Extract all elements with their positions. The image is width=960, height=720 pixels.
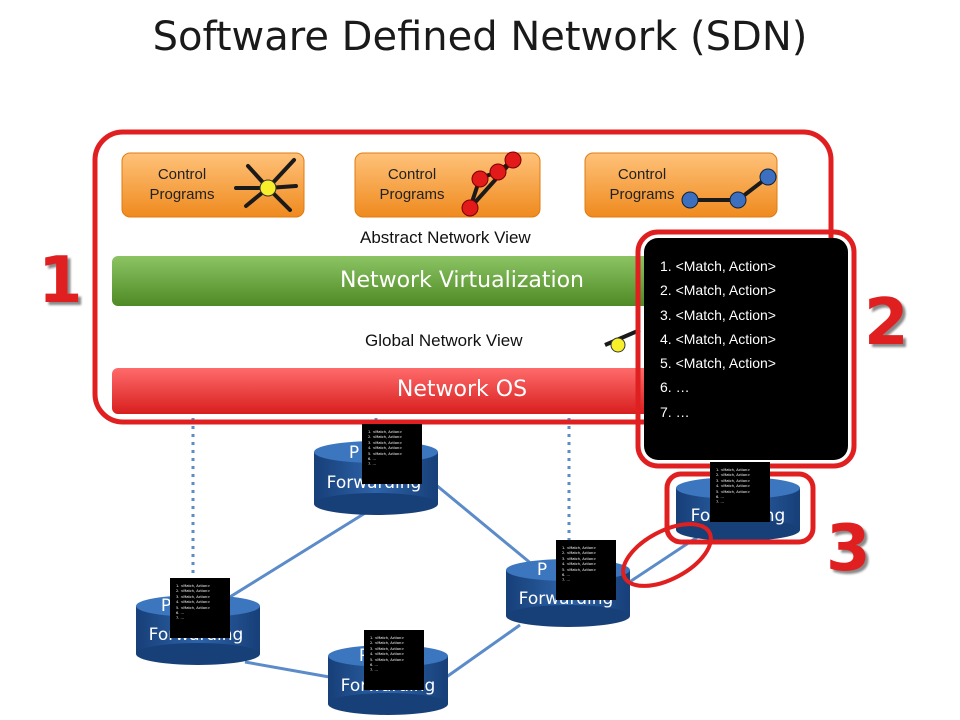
mini-flow-entry: 7. … <box>176 616 184 621</box>
mini-flow-entry: 2. <Match, Action> <box>176 589 211 594</box>
mini-flow-entry: 1. <Match, Action> <box>370 636 405 640</box>
callout-number-1: 1 <box>38 244 83 318</box>
mini-flow-table: 1. <Match, Action> 2. <Match, Action> 3.… <box>710 462 770 522</box>
mini-flow-table-list: 1. <Match, Action> 2. <Match, Action> 3.… <box>364 630 424 674</box>
network-virtualization-label: Network Virtualization <box>339 268 585 293</box>
mini-flow-table-list: 1. <Match, Action> 2. <Match, Action> 3.… <box>170 578 230 622</box>
mini-flow-table: 1. <Match, Action> 2. <Match, Action> 3.… <box>364 630 424 690</box>
network-links <box>224 478 706 680</box>
mini-flow-entry: 3. <Match, Action> <box>176 594 211 599</box>
mini-flow-table: 1. <Match, Action> 2. <Match, Action> 3.… <box>170 578 230 638</box>
mini-flow-entry: 3. <Match, Action> <box>716 478 751 483</box>
link-highlight <box>621 522 713 588</box>
mini-flow-entry: 4. <Match, Action> <box>716 484 751 489</box>
control-program-label-2: Control Programs <box>362 165 462 205</box>
mini-flow-entry: 4. <Match, Action> <box>176 600 211 605</box>
mini-flow-entry: 1. <Match, Action> <box>562 546 597 550</box>
global-topology-icon <box>604 328 641 353</box>
mini-flow-entry: 4. <Match, Action> <box>370 652 405 657</box>
mini-flow-entry: 4. <Match, Action> <box>562 562 597 567</box>
mini-flow-entry: 5. <Match, Action> <box>176 605 211 610</box>
flow-entry: 6. … <box>660 379 690 396</box>
mini-flow-entry: 7. … <box>370 668 378 673</box>
mini-flow-table: 1. <Match, Action> 2. <Match, Action> 3.… <box>556 540 616 600</box>
packet-label-fragment: P <box>356 646 372 666</box>
link <box>224 508 371 602</box>
callout-number-3: 3 <box>826 512 871 586</box>
star-topology-icon <box>234 158 298 212</box>
mini-flow-entry: 2. <Match, Action> <box>716 473 751 478</box>
flow-entry: 2. <Match, Action> <box>660 282 776 299</box>
global-network-view-label: Global Network View <box>365 331 523 350</box>
flow-entry: 5. <Match, Action> <box>660 355 776 372</box>
label-line: Control <box>157 166 207 183</box>
mini-flow-entry: 1. <Match, Action> <box>176 584 211 588</box>
mini-flow-entry: 3. <Match, Action> <box>368 440 403 445</box>
label-line: Programs <box>379 186 445 203</box>
network-virtualization-bar <box>112 256 702 306</box>
flow-entry: 1. <Match, Action> <box>660 258 776 274</box>
packet-label-fragment: P <box>536 560 548 580</box>
label-line: Programs <box>149 186 215 203</box>
mini-flow-entry: 3. <Match, Action> <box>370 646 405 651</box>
mini-flow-entry: 6. … <box>562 573 570 578</box>
mini-flow-entry: 1. <Match, Action> <box>368 430 403 434</box>
link <box>429 478 546 577</box>
control-program-label-1: Control Programs <box>132 165 232 205</box>
packet-label-fragment: P <box>160 596 172 616</box>
mini-flow-entry: 6. … <box>368 457 376 462</box>
abstract-network-view-label: Abstract Network View <box>360 228 531 247</box>
mini-flow-entry: 6. … <box>370 663 378 668</box>
mini-flow-table-list: 1. <Match, Action> 2. <Match, Action> 3.… <box>710 462 770 506</box>
chain-topology-icon <box>681 168 777 209</box>
mini-flow-entry: 5. <Match, Action> <box>716 489 751 494</box>
network-os-label: Network OS <box>396 377 528 402</box>
mini-flow-entry: 4. <Match, Action> <box>368 446 403 451</box>
link <box>444 623 521 680</box>
mini-flow-entry: 6. … <box>716 495 724 500</box>
forwarding-element-2 <box>136 595 260 665</box>
control-program-label-3: Control Programs <box>592 165 692 205</box>
mini-flow-entry: 2. <Match, Action> <box>370 641 405 646</box>
flow-entry: 3. <Match, Action> <box>660 306 776 323</box>
mini-flow-entry: 1. <Match, Action> <box>716 468 751 472</box>
control-program-box-1 <box>121 152 305 218</box>
label-line: Control <box>617 166 667 183</box>
label-line: Programs <box>609 186 675 203</box>
flow-entry: 7. … <box>660 403 690 420</box>
packet-label-fragment: P <box>348 443 360 463</box>
mini-flow-table-list: 1. <Match, Action> 2. <Match, Action> 3.… <box>556 540 616 584</box>
mini-flow-entry: 2. <Match, Action> <box>562 551 597 556</box>
mini-flow-entry: 2. <Match, Action> <box>368 435 403 440</box>
mini-flow-entry: 7. … <box>368 462 376 467</box>
path-topology-icon <box>461 151 522 217</box>
flow-table-popup <box>644 238 848 460</box>
mini-flow-entry: 7. … <box>716 500 724 505</box>
mini-flow-entry: 5. <Match, Action> <box>562 567 597 572</box>
label-line: Control <box>387 166 437 183</box>
flow-entry: 4. <Match, Action> <box>660 330 776 347</box>
mini-flow-entry: 5. <Match, Action> <box>370 657 405 662</box>
mini-flow-entry: 7. … <box>562 578 570 583</box>
network-os-bar <box>112 368 672 414</box>
mini-flow-entry: 6. … <box>176 611 184 616</box>
callout-number-2: 2 <box>864 286 909 360</box>
page-title: Software Defined Network (SDN) <box>152 14 808 60</box>
mini-flow-table-list: 1. <Match, Action> 2. <Match, Action> 3.… <box>362 424 422 468</box>
mini-flow-entry: 5. <Match, Action> <box>368 451 403 456</box>
flow-table-list: 1. <Match, Action> 2. <Match, Action> 3.… <box>660 254 776 424</box>
mini-flow-table: 1. <Match, Action> 2. <Match, Action> 3.… <box>362 424 422 484</box>
link <box>244 660 336 680</box>
mini-flow-entry: 3. <Match, Action> <box>562 556 597 561</box>
